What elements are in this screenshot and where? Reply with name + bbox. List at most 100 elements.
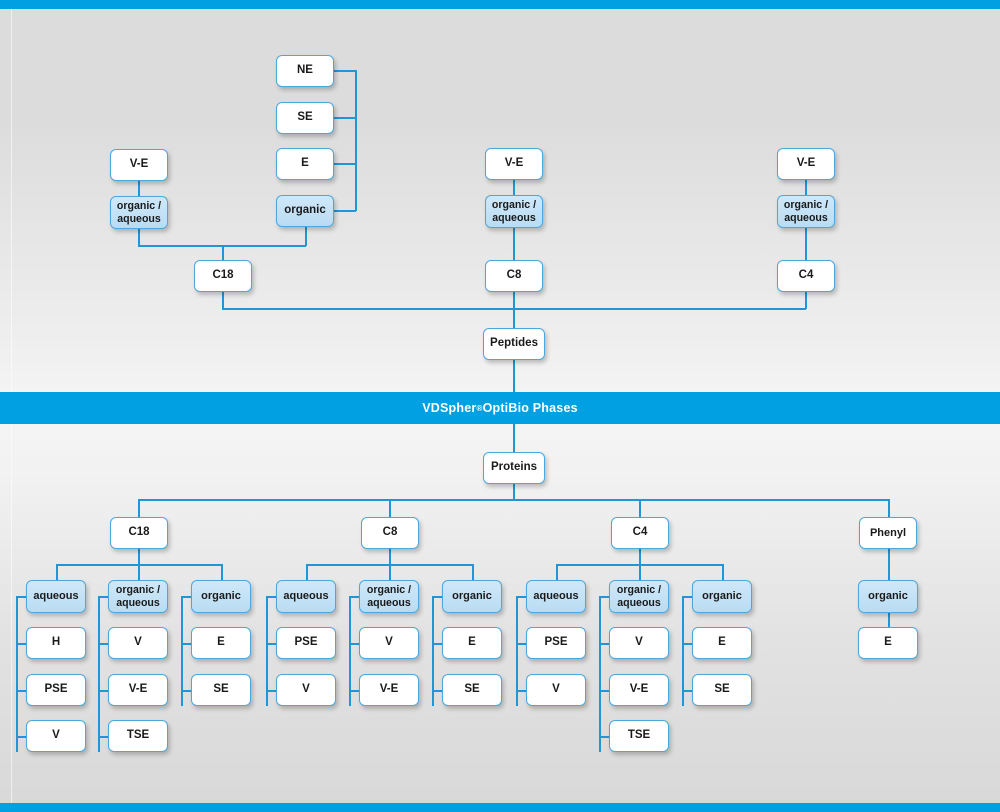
leaf-box[interactable]: V-E [108, 674, 168, 706]
peptides-c18-organic-aqueous-box[interactable]: organic / aqueous [110, 196, 168, 229]
connector-c8-oa-top [349, 596, 360, 598]
leaf-box[interactable]: V [276, 674, 336, 706]
connector-peptides-to-banner [513, 360, 515, 394]
mode-line-1: organic / [116, 200, 162, 213]
connector-bus-to-peptides [513, 308, 515, 329]
banner-rest: OptiBio Phases [482, 401, 578, 415]
leaf-box[interactable]: V [526, 674, 586, 706]
leaf-box[interactable]: TSE [108, 720, 168, 752]
proteins-c18-ligand-box[interactable]: C18 [110, 517, 168, 549]
leaf-box[interactable]: V [26, 720, 86, 752]
connector-organic-stub [334, 210, 356, 212]
connector-phenyl-organic-to-e [888, 613, 890, 627]
connector-c18-merge-down [222, 245, 224, 261]
connector-c18-g2-drop [221, 564, 223, 580]
leaf-box[interactable]: TSE [609, 720, 669, 752]
leaf-box[interactable]: SE [442, 674, 502, 706]
group-line-2: aqueous [116, 596, 160, 609]
proteins-phenyl-ligand-box[interactable]: Phenyl [859, 517, 917, 549]
connector-c8-org-top [432, 596, 443, 598]
proteins-c8-group-aqueous-box[interactable]: aqueous [276, 580, 336, 613]
connector-se-stub [334, 117, 356, 119]
connector-banner-to-proteins [513, 424, 515, 452]
proteins-c8-ligand-box[interactable]: C8 [361, 517, 419, 549]
proteins-root-box[interactable]: Proteins [483, 452, 545, 484]
connector-c4-oa-top [599, 596, 610, 598]
connector-peptides-c18-ve [138, 180, 140, 196]
peptides-c18-ve-box[interactable]: V-E [110, 149, 168, 181]
leaf-box[interactable]: H [26, 627, 86, 659]
leaf-box[interactable]: PSE [526, 627, 586, 659]
peptides-c18-e-box[interactable]: E [276, 148, 334, 180]
connector-c18-oa-down [138, 229, 140, 246]
leaf-box[interactable]: V [108, 627, 168, 659]
connector-c4-aq-bus [516, 596, 518, 706]
connector-c4-oa-c0 [599, 643, 610, 645]
leaf-box[interactable]: V [609, 627, 669, 659]
leaf-box[interactable]: SE [692, 674, 752, 706]
connector-c18-org-top [181, 596, 192, 598]
connector-c8-aq-top [266, 596, 277, 598]
connector-c18-org-c1 [181, 690, 192, 692]
peptides-root-box[interactable]: Peptides [483, 328, 545, 360]
peptides-c18-ne-box[interactable]: NE [276, 55, 334, 87]
connector-e-stub [334, 163, 356, 165]
peptides-c18-ligand-box[interactable]: C18 [194, 260, 252, 292]
leaf-box[interactable]: PSE [26, 674, 86, 706]
connector-c4-aq-top [516, 596, 527, 598]
peptides-c18-organic-box[interactable]: organic [276, 195, 334, 227]
proteins-c18-group-organic-box[interactable]: organic [191, 580, 251, 613]
leaf-box[interactable]: V [359, 627, 419, 659]
connector-phenyl-to-organic [888, 549, 890, 580]
leaf-box[interactable]: E [858, 627, 918, 659]
leaf-box[interactable]: V-E [359, 674, 419, 706]
leaf-box[interactable]: E [191, 627, 251, 659]
connector-c18-aq-c0 [16, 643, 27, 645]
proteins-c18-group-aqueous-box[interactable]: aqueous [26, 580, 86, 613]
group-line-1: organic / [366, 584, 412, 597]
peptides-c18-se-box[interactable]: SE [276, 102, 334, 134]
leaf-box[interactable]: E [692, 627, 752, 659]
peptides-c8-ligand-box[interactable]: C8 [485, 260, 543, 292]
connector-c4-oa-down [805, 228, 807, 260]
peptides-c4-organic-aqueous-box[interactable]: organic / aqueous [777, 195, 835, 228]
peptides-c8-ve-box[interactable]: V-E [485, 148, 543, 180]
connector-c18-oa-c2 [98, 736, 109, 738]
proteins-phenyl-group-organic-box[interactable]: organic [858, 580, 918, 613]
connector-bus-to-c8 [389, 499, 391, 517]
proteins-c8-group-organic-aqueous-box[interactable]: organic / aqueous [359, 580, 419, 613]
connector-c18-oa-c0 [98, 643, 109, 645]
peptides-c4-ve-box[interactable]: V-E [777, 148, 835, 180]
connector-c8-g1-drop [389, 564, 391, 580]
connector-peptides-c4-ve [805, 179, 807, 195]
mode-line-2: aqueous [117, 212, 161, 225]
leaf-box[interactable]: PSE [276, 627, 336, 659]
connector-c8-oa-c1 [349, 690, 360, 692]
peptides-c8-organic-aqueous-box[interactable]: organic / aqueous [485, 195, 543, 228]
leaf-box[interactable]: E [442, 627, 502, 659]
connector-c8-aq-c0 [266, 643, 277, 645]
connector-organic-bus [355, 70, 357, 211]
connector-c4-oa-bus2 [599, 596, 601, 752]
leaf-box[interactable]: SE [191, 674, 251, 706]
connector-bus-to-phenyl [888, 499, 890, 517]
connector-proteins-bus [138, 499, 890, 501]
connector-c18-org-c0 [181, 643, 192, 645]
connector-c18-g0-drop [56, 564, 58, 580]
connector-c4-ligand-down [639, 549, 641, 565]
connector-c4-oa-c1 [599, 690, 610, 692]
proteins-c8-group-organic-box[interactable]: organic [442, 580, 502, 613]
brand-banner: VDSpher® OptiBio Phases [0, 392, 1000, 424]
proteins-c4-group-organic-aqueous-box[interactable]: organic / aqueous [609, 580, 669, 613]
proteins-c4-ligand-box[interactable]: C4 [611, 517, 669, 549]
proteins-c18-group-organic-aqueous-box[interactable]: organic / aqueous [108, 580, 168, 613]
leaf-box[interactable]: V-E [609, 674, 669, 706]
group-line-1: organic / [616, 584, 662, 597]
proteins-c4-group-aqueous-box[interactable]: aqueous [526, 580, 586, 613]
connector-c18-to-bus [222, 292, 224, 309]
peptides-c4-ligand-box[interactable]: C4 [777, 260, 835, 292]
connector-c4-oa-c2 [599, 736, 610, 738]
connector-c4-aq-c1 [516, 690, 527, 692]
proteins-c4-group-organic-box[interactable]: organic [692, 580, 752, 613]
